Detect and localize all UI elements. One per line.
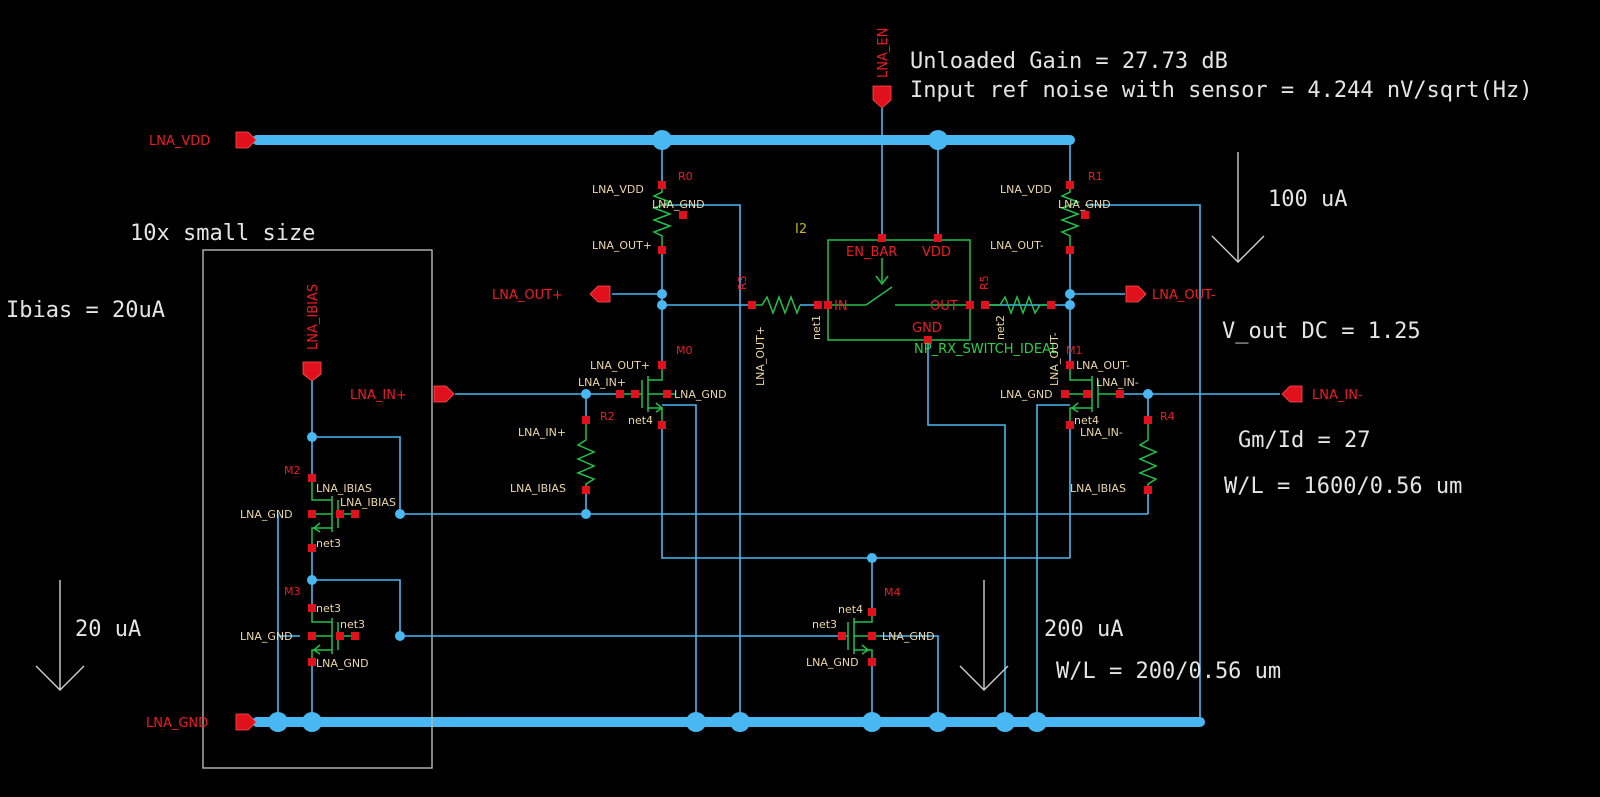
- svg-text:net1: net1: [810, 315, 823, 340]
- resistor-r4[interactable]: [1138, 420, 1158, 490]
- svg-text:LNA_IN+: LNA_IN+: [518, 426, 566, 439]
- current-100ua-annotation: 100 uA: [1268, 187, 1347, 212]
- current-20ua-annotation: 20 uA: [75, 617, 141, 642]
- resistor-r3[interactable]: [752, 294, 801, 316]
- svg-text:LNA_IBIAS: LNA_IBIAS: [316, 482, 372, 495]
- instance-r4: R4: [1160, 410, 1175, 423]
- port-label-lna-in-plus: LNA_IN+: [350, 388, 407, 403]
- svg-text:LNA_GND: LNA_GND: [674, 388, 727, 401]
- resistor-r5[interactable]: [985, 294, 1050, 316]
- svg-text:net2: net2: [994, 315, 1007, 340]
- port-lna-in-plus[interactable]: [433, 385, 455, 403]
- port-lna-in-minus[interactable]: [1281, 385, 1303, 403]
- svg-text:LNA_IN-: LNA_IN-: [1096, 376, 1139, 389]
- svg-text:LNA_OUT+: LNA_OUT+: [592, 239, 652, 252]
- wl-big-annotation: W/L = 1600/0.56 um: [1224, 474, 1462, 499]
- vout-dc-annotation: V_out DC = 1.25: [1222, 319, 1421, 344]
- ibias-annotation: Ibias = 20uA: [6, 298, 165, 323]
- svg-text:LNA_GND: LNA_GND: [1000, 388, 1053, 401]
- port-label-lna-ibias: LNA_IBIAS: [306, 284, 321, 350]
- instance-m1: M1: [1066, 344, 1083, 357]
- svg-text:LNA_GND: LNA_GND: [316, 657, 369, 670]
- instance-r1: R1: [1088, 170, 1103, 183]
- port-label-lna-en: LNA_EN: [876, 28, 891, 78]
- port-lna-vdd[interactable]: [235, 131, 257, 149]
- wires[interactable]: [277, 108, 1280, 722]
- svg-text:VDD: VDD: [922, 245, 951, 260]
- svg-text:LNA_OUT+: LNA_OUT+: [590, 359, 650, 372]
- current-arrow-20ua: [35, 580, 85, 691]
- instance-r3: R3: [736, 275, 749, 290]
- svg-text:net3: net3: [812, 618, 837, 631]
- svg-text:net3: net3: [316, 537, 341, 550]
- svg-text:net4: net4: [838, 603, 863, 616]
- transistor-m3[interactable]: [311, 608, 355, 662]
- current-200ua-annotation: 200 uA: [1044, 617, 1123, 642]
- port-lna-ibias[interactable]: [302, 361, 322, 382]
- port-label-lna-gnd: LNA_GND: [146, 716, 208, 731]
- svg-text:EN_BAR: EN_BAR: [846, 245, 897, 260]
- svg-text:LNA_IBIAS: LNA_IBIAS: [510, 482, 566, 495]
- instance-r2: R2: [600, 410, 615, 423]
- port-label-lna-in-minus: LNA_IN-: [1312, 388, 1363, 403]
- port-lna-out-minus[interactable]: [1125, 285, 1147, 303]
- svg-text:LNA_GND: LNA_GND: [240, 630, 293, 643]
- switch-cell-name: NP_RX_SWITCH_IDEAL: [914, 342, 1059, 357]
- svg-text:LNA_GND: LNA_GND: [882, 630, 935, 643]
- current-arrow-100ua: [1211, 152, 1265, 263]
- pin-squares: [308, 181, 1152, 666]
- current-arrow-200ua: [959, 580, 1009, 691]
- port-lna-en[interactable]: [872, 85, 892, 109]
- port-label-lna-out-plus: LNA_OUT+: [492, 288, 563, 303]
- resistor-r2[interactable]: [576, 420, 596, 490]
- svg-text:net4: net4: [1074, 414, 1099, 427]
- instance-r5: R5: [978, 275, 991, 290]
- svg-text:LNA_OUT-: LNA_OUT-: [990, 239, 1044, 252]
- svg-text:LNA_OUT-: LNA_OUT-: [1076, 359, 1130, 372]
- port-label-lna-out-minus: LNA_OUT-: [1152, 288, 1216, 303]
- svg-text:LNA_IN+: LNA_IN+: [578, 376, 626, 389]
- switch-pin-labels: EN_BAR VDD IN OUT GND: [834, 245, 958, 336]
- resistor-r0[interactable]: [651, 185, 673, 250]
- switch-cell-i2[interactable]: [827, 239, 971, 341]
- svg-text:LNA_GND: LNA_GND: [240, 508, 293, 521]
- svg-text:net3: net3: [316, 602, 341, 615]
- noise-annotation: Input ref noise with sensor = 4.244 nV/s…: [910, 78, 1533, 103]
- svg-text:GND: GND: [912, 321, 942, 336]
- junction-dots: [268, 130, 1153, 732]
- svg-text:LNA_OUT-: LNA_OUT-: [1048, 332, 1061, 386]
- instance-m3: M3: [284, 585, 301, 598]
- svg-text:LNA_GND: LNA_GND: [1058, 198, 1111, 211]
- instance-r0: R0: [678, 170, 693, 183]
- svg-text:LNA_GND: LNA_GND: [806, 656, 859, 669]
- small-size-annotation: 10x small size: [130, 221, 315, 246]
- port-label-lna-vdd: LNA_VDD: [149, 134, 210, 149]
- svg-text:LNA_OUT+: LNA_OUT+: [754, 326, 767, 386]
- wl-small-annotation: W/L = 200/0.56 um: [1056, 659, 1281, 684]
- instance-m2: M2: [284, 464, 301, 477]
- svg-text:OUT: OUT: [930, 299, 958, 314]
- gm-id-annotation: Gm/Id = 27: [1238, 428, 1370, 453]
- svg-text:IN: IN: [834, 299, 848, 314]
- svg-text:LNA_VDD: LNA_VDD: [592, 183, 644, 196]
- svg-text:net3: net3: [340, 618, 365, 631]
- bias-block-frame: [202, 249, 433, 769]
- svg-text:LNA_IBIAS: LNA_IBIAS: [1070, 482, 1126, 495]
- port-lna-out-plus[interactable]: [589, 285, 611, 303]
- svg-text:net4: net4: [628, 414, 653, 427]
- pin-labels: LNA_VDD LNA_GND LNA_OUT+ LNA_VDD LNA_GND…: [240, 183, 1139, 670]
- resistor-r1[interactable]: [1059, 185, 1081, 250]
- svg-text:LNA_VDD: LNA_VDD: [1000, 183, 1052, 196]
- instance-m4: M4: [884, 586, 901, 599]
- instance-m0: M0: [676, 344, 693, 357]
- svg-text:LNA_IN-: LNA_IN-: [1080, 426, 1123, 439]
- svg-text:LNA_GND: LNA_GND: [652, 198, 705, 211]
- gain-annotation: Unloaded Gain = 27.73 dB: [910, 49, 1228, 74]
- instance-i2: I2: [795, 222, 807, 237]
- svg-text:LNA_IBIAS: LNA_IBIAS: [340, 496, 396, 509]
- port-lna-gnd[interactable]: [235, 713, 257, 731]
